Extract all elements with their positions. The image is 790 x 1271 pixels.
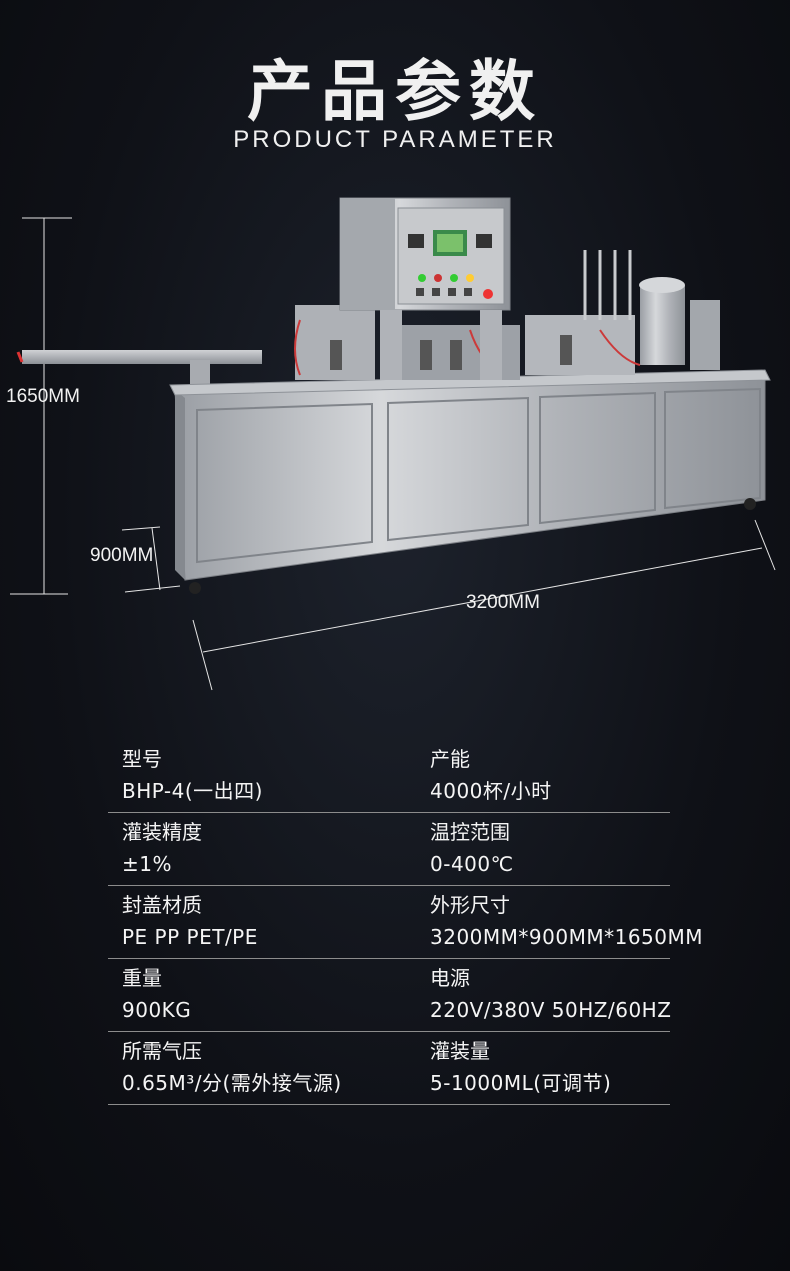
spec-label: 重量 bbox=[122, 966, 162, 990]
spec-value: 3200MM*900MM*1650MM bbox=[430, 925, 704, 949]
height-dimension-label: 1650MM bbox=[6, 386, 80, 407]
spec-value: 0-400℃ bbox=[430, 852, 514, 876]
machine-diagram bbox=[10, 197, 776, 691]
dimension-lines bbox=[10, 217, 776, 691]
base-cabinet bbox=[174, 374, 766, 581]
cup-feeder-arm bbox=[22, 350, 262, 364]
spec-label: 封盖材质 bbox=[122, 893, 202, 917]
spec-row: 所需气压 0.65M³/分(需外接气源) 灌装量 5-1000ML(可调节) bbox=[108, 1032, 670, 1105]
spec-label: 电源 bbox=[430, 966, 470, 990]
spec-row: 封盖材质 PE PP PET/PE 外形尺寸 3200MM*900MM*1650… bbox=[108, 886, 703, 959]
spec-value: 0.65M³/分(需外接气源) bbox=[122, 1071, 342, 1095]
spec-value: PE PP PET/PE bbox=[122, 925, 258, 949]
spec-label: 外形尺寸 bbox=[430, 893, 510, 917]
spec-value: 4000杯/小时 bbox=[430, 779, 552, 803]
spec-value: 5-1000ML(可调节) bbox=[430, 1071, 612, 1095]
spec-label: 温控范围 bbox=[430, 820, 510, 844]
page-subtitle: PRODUCT PARAMETER bbox=[233, 126, 557, 153]
page-title: 产品参数 bbox=[247, 53, 543, 130]
length-dimension-label: 3200MM bbox=[466, 592, 540, 613]
spec-row: 重量 900KG 电源 220V/380V 50HZ/60HZ bbox=[108, 959, 671, 1032]
spec-table: 型号 BHP-4(一出四) 产能 4000杯/小时 灌装精度 ±1% 温控范围 … bbox=[108, 740, 703, 1105]
control-cabinet bbox=[339, 197, 511, 380]
spec-row: 型号 BHP-4(一出四) 产能 4000杯/小时 bbox=[108, 740, 670, 813]
spec-label: 灌装量 bbox=[430, 1039, 490, 1063]
spec-value: BHP-4(一出四) bbox=[122, 779, 263, 803]
spec-value: 900KG bbox=[122, 998, 192, 1022]
spec-label: 型号 bbox=[122, 747, 162, 771]
spec-value: 220V/380V 50HZ/60HZ bbox=[430, 998, 672, 1022]
spec-row: 灌装精度 ±1% 温控范围 0-400℃ bbox=[108, 813, 670, 886]
spec-label: 灌装精度 bbox=[122, 820, 202, 844]
spec-label: 产能 bbox=[430, 747, 470, 771]
spec-label: 所需气压 bbox=[122, 1039, 202, 1063]
depth-dimension-label: 900MM bbox=[90, 545, 154, 566]
spec-value: ±1% bbox=[122, 852, 172, 876]
